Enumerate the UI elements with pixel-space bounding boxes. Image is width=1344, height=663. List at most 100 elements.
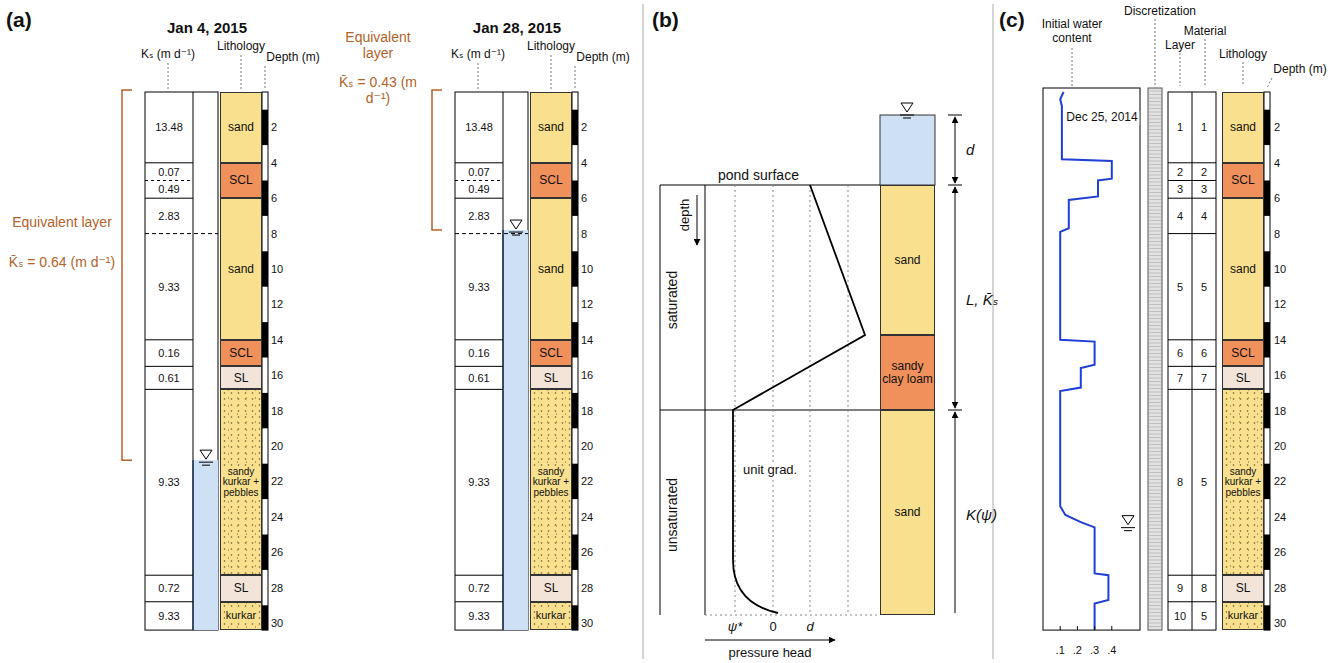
depth-number: 30 (581, 617, 593, 630)
mesh-line (1148, 262, 1162, 263)
layer-name: kurkar (535, 610, 568, 622)
bracket (122, 90, 132, 460)
depth-number: 6 (1274, 192, 1280, 205)
mesh-line (1148, 511, 1162, 512)
depth-scale (572, 92, 578, 630)
column-header: Initial water content (1029, 18, 1115, 46)
lithology-layer: sand (880, 185, 935, 335)
mesh-line (1148, 591, 1162, 592)
layer-number: 1 (1177, 121, 1183, 134)
depth-number: 18 (271, 404, 283, 417)
dimension-label: K(ψ) (966, 506, 997, 523)
mesh-line (1148, 248, 1162, 249)
ks-boundary (145, 601, 193, 602)
ks-value: 9.33 (158, 610, 179, 623)
ks-column (503, 92, 504, 630)
mesh-line (1148, 486, 1162, 487)
column-header: Depth (m) (576, 51, 629, 65)
layer-number: 6 (1177, 347, 1183, 360)
ks-value: 0.61 (468, 372, 489, 385)
layer-name: sand (227, 263, 255, 276)
mesh-line (1148, 451, 1162, 452)
axis-tick-label: d (804, 620, 815, 635)
mesh-line (1148, 238, 1162, 239)
depth-scale-block (262, 393, 268, 428)
mesh-line (1148, 553, 1162, 554)
layer-number: 9 (1177, 582, 1183, 595)
mesh-line (1148, 465, 1162, 466)
mesh-line (1148, 241, 1162, 242)
water-table-symbol (199, 462, 213, 463)
depth-number: 26 (271, 546, 283, 559)
depth-number: 2 (1274, 121, 1280, 134)
depth-number: 6 (271, 192, 277, 205)
mesh-line (1148, 395, 1162, 396)
mesh-line (1148, 483, 1162, 484)
mesh-line (1148, 140, 1162, 141)
axis-tick-label: .1 (1056, 644, 1065, 657)
water-content-curve (1060, 92, 1112, 630)
layer-name: kurkar (1227, 610, 1260, 622)
mesh-line (1148, 542, 1162, 543)
layer-number: 10 (1174, 610, 1186, 623)
depth-scale-block (262, 181, 268, 216)
axis-tick-label: .3 (1090, 644, 1099, 657)
depth-number: 8 (271, 227, 277, 240)
depth-number: 14 (271, 333, 283, 346)
mesh-line (1148, 549, 1162, 550)
mesh-line (1148, 126, 1162, 127)
mesh-line (1148, 518, 1162, 519)
layer-table (1168, 366, 1216, 367)
lithology-layer: sandy kurkar + pebbles (220, 389, 262, 575)
mesh-line (1148, 388, 1162, 389)
mesh-line (1148, 189, 1162, 190)
depth-scale-block (572, 393, 578, 428)
zone-axis (660, 185, 661, 615)
column-header: Lithology (527, 40, 575, 54)
leader-line (575, 66, 576, 90)
lithology-layer: SCL (530, 163, 572, 198)
mesh-line (1148, 371, 1162, 372)
column-header: Kₛ (m d⁻¹) (451, 48, 505, 62)
date-title: Jan 4, 2015 (167, 19, 247, 36)
mesh-line (1148, 283, 1162, 284)
mesh-line (1148, 595, 1162, 596)
layer-name: sandy kurkar + pebbles (531, 467, 571, 499)
depth-number: 18 (581, 404, 593, 417)
layer-name: SCL (538, 174, 563, 187)
mesh-line (1148, 563, 1162, 564)
mesh-line (1148, 287, 1162, 288)
mesh-line (1148, 199, 1162, 200)
mesh-line (1148, 521, 1162, 522)
mesh-line (1148, 434, 1162, 435)
layer-table (1168, 601, 1216, 602)
depth-scale-block (1264, 605, 1270, 630)
date-note: Dec 25, 2014 (1064, 111, 1139, 125)
mesh-line (1148, 122, 1162, 123)
mesh-line (1148, 367, 1162, 368)
mesh-line (1148, 430, 1162, 431)
depth-number: 22 (581, 475, 593, 488)
column-header: Lithology (1219, 48, 1267, 62)
mesh-line (1148, 346, 1162, 347)
mesh-line (1148, 560, 1162, 561)
depth-scale-block (572, 535, 578, 570)
leader-line (241, 55, 242, 90)
layer-table (1168, 198, 1216, 199)
lithology-layer: SL (220, 575, 262, 602)
dimension-tick (948, 410, 962, 411)
mesh-line (1148, 514, 1162, 515)
panel-letter: (c) (999, 8, 1025, 32)
layer-name: SL (233, 582, 250, 595)
depth-scale-block (572, 251, 578, 286)
mesh-line (1148, 350, 1162, 351)
axis-title: pressure head (728, 646, 811, 661)
mesh-line (1148, 94, 1162, 95)
ks-boundary (455, 339, 503, 340)
depth-number: 18 (1274, 404, 1286, 417)
axis-tick-label: .4 (1107, 644, 1116, 657)
lithology-layer: SCL (1222, 340, 1264, 367)
depth-scale-block (1264, 535, 1270, 570)
depth-scale-block (1264, 393, 1270, 428)
